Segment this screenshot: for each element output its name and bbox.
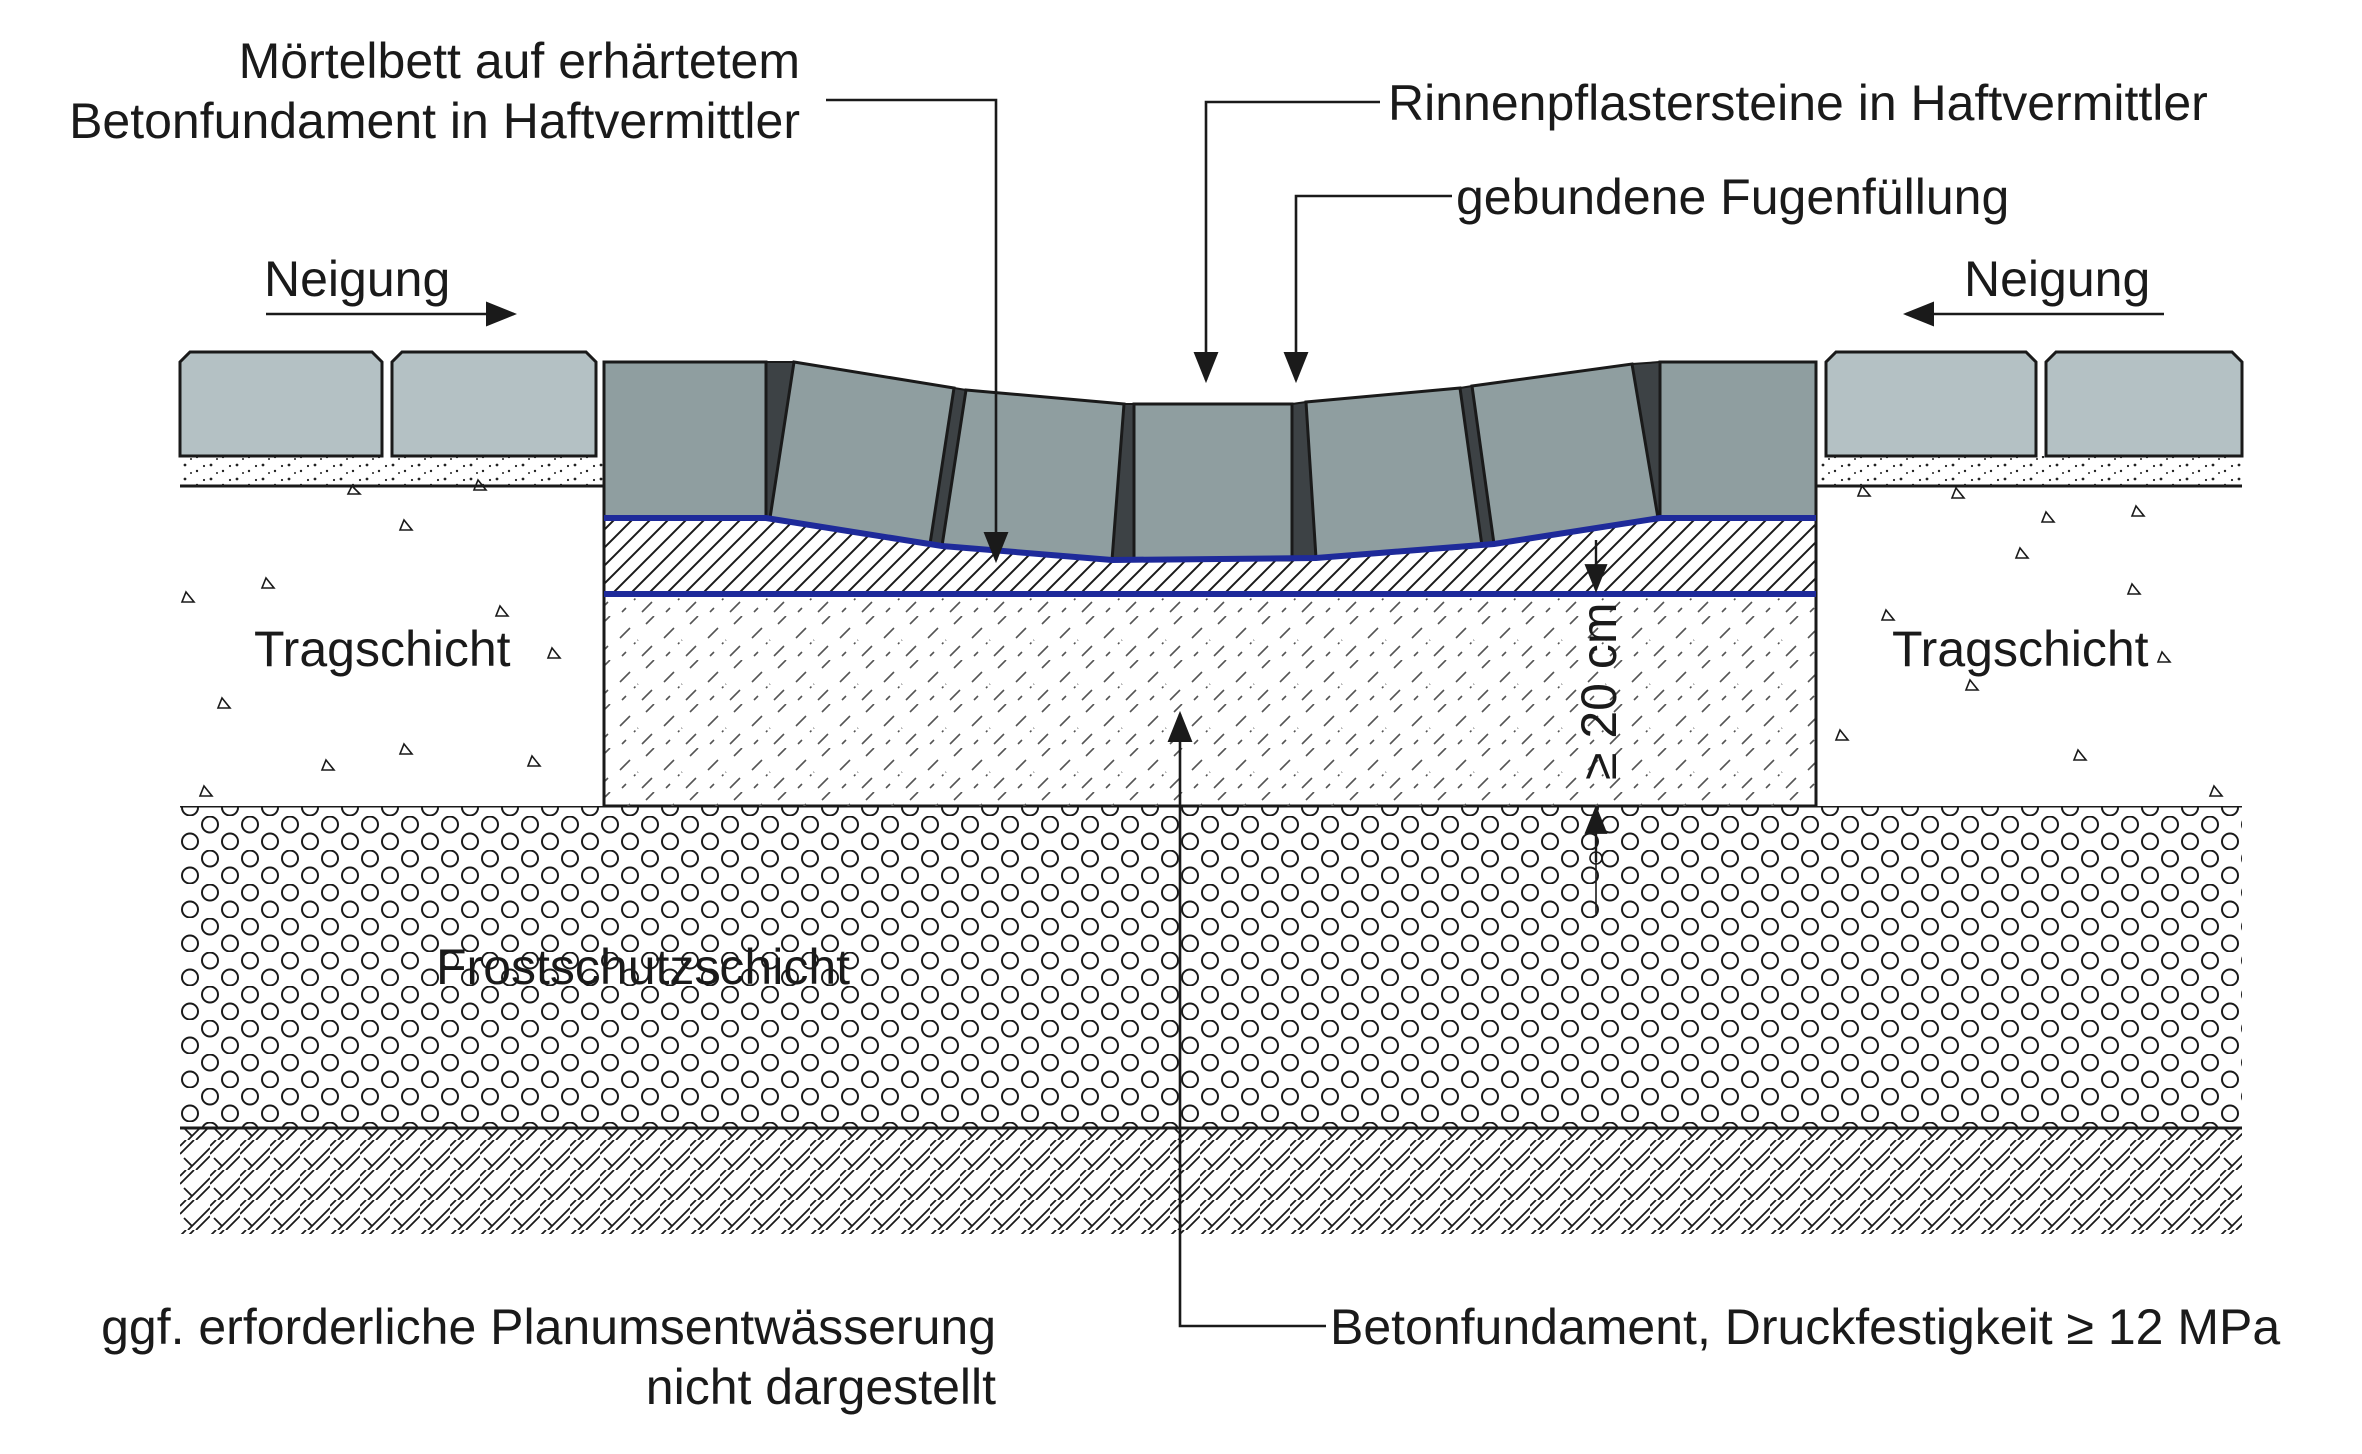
aggregate-triangles [180, 478, 2224, 797]
leader-fugenfuellung [1283, 194, 1452, 384]
tragschicht-right-label: Tragschicht [1892, 621, 2149, 677]
base-layer-left [180, 484, 604, 806]
concrete-foundation [602, 486, 1818, 806]
betonfundament-label: Betonfundament, Druckfestigkeit ≥ 12 MPa [1330, 1299, 2280, 1355]
gutter-stones [602, 360, 1818, 562]
frostschutz-label: Frostschutzschicht [436, 939, 850, 995]
frost-protection-layer [180, 804, 2242, 1128]
rinnenpflaster-label: Rinnenpflastersteine in Haftvermittler [1388, 75, 2208, 131]
sand-bedding [180, 456, 2242, 486]
side-paving-stones [178, 350, 2244, 458]
bonding-agent-under-stones [604, 515, 1816, 564]
neigung-right-label: Neigung [1964, 251, 2150, 307]
tragschicht-left-label: Tragschicht [254, 621, 511, 677]
note-label-line2: nicht dargestellt [646, 1359, 996, 1415]
thickness-dimension: ≥ 20 cm [1571, 540, 1627, 916]
moertelbett-label-line2: Betonfundament in Haftvermittler [69, 93, 800, 149]
leader-moertelbett [826, 98, 1009, 564]
leader-rinnenpflaster [1193, 100, 1380, 384]
dimension-label: ≥ 20 cm [1571, 603, 1627, 781]
neigung-left-label: Neigung [264, 251, 450, 307]
leader-betonfundament [1167, 710, 1326, 1328]
moertelbett-label-line1: Mörtelbett auf erhärtetem [239, 33, 800, 89]
note-label-line1: ggf. erforderliche Planumsentwässerung [101, 1299, 996, 1355]
subgrade-layer [180, 1126, 2242, 1234]
fugenfuellung-label: gebundene Fugenfüllung [1456, 169, 2009, 225]
